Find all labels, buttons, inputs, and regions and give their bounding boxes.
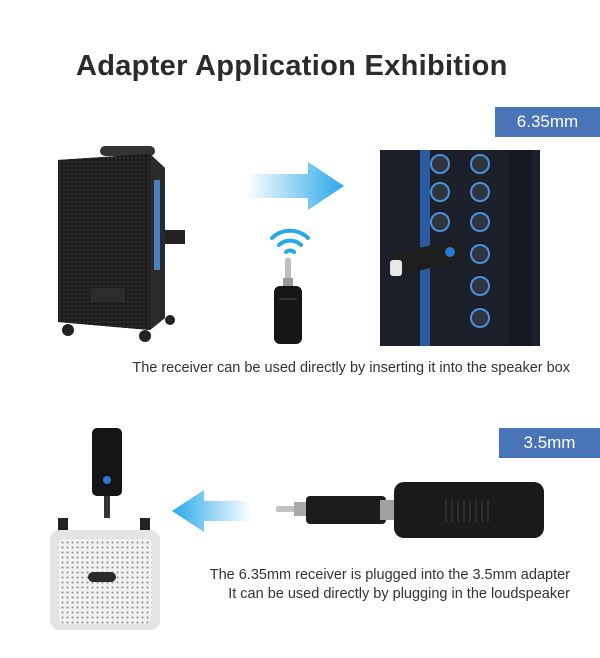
badge-35mm: 3.5mm — [499, 428, 600, 458]
caption-section2: The 6.35mm receiver is plugged into the … — [210, 566, 570, 604]
receiver-635-image — [274, 258, 302, 344]
arrow-left-icon — [172, 490, 252, 532]
speaker-cabinet-image — [58, 146, 185, 342]
caption-section1: The receiver can be used directly by ins… — [132, 360, 570, 376]
caption-section2-line1: The 6.35mm receiver is plugged into the … — [209, 567, 570, 583]
caption-section2-line2: It can be used directly by plugging in t… — [228, 586, 570, 602]
adapter-35-image — [276, 482, 544, 538]
amp-panel-image — [380, 150, 540, 346]
page-title: Adapter Application Exhibition — [76, 50, 508, 82]
arrow-right-icon — [246, 162, 344, 210]
wifi-icon — [270, 228, 310, 254]
portable-speaker-image — [50, 428, 160, 630]
badge-635mm: 6.35mm — [495, 107, 600, 137]
